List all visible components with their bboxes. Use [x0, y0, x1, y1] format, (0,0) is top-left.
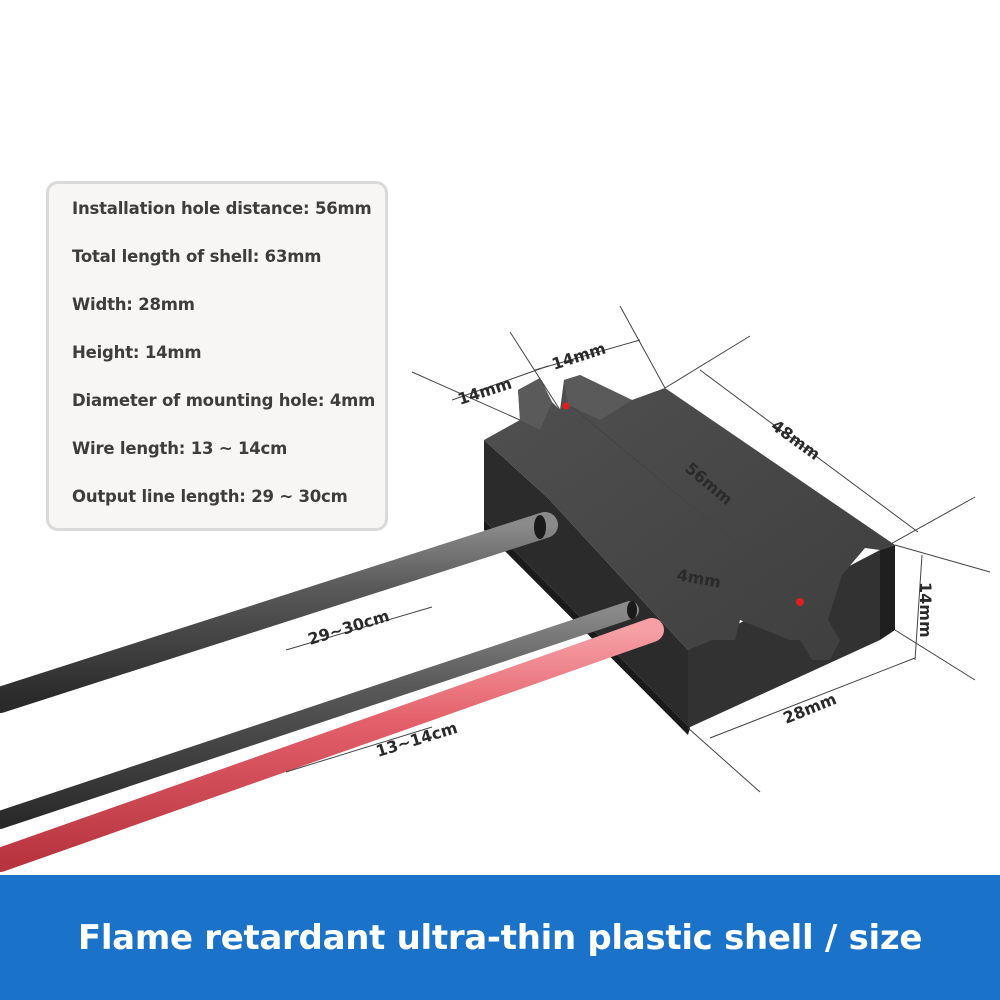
dim-top-middle-14mm: 14mm [549, 339, 608, 374]
specifications-panel: Installation hole distance: 56mm Total l… [46, 181, 388, 531]
spec-output-line-length: Output line length: 29 ~ 30cm [72, 487, 348, 506]
spec-hole-distance: Installation hole distance: 56mm [72, 199, 372, 218]
dim-length-48mm: 48mm [768, 416, 824, 464]
wires [0, 512, 664, 872]
dim-top-left-14mm: 14mm [455, 374, 514, 409]
dimension-lines [285, 305, 991, 793]
spec-width: Width: 28mm [72, 295, 195, 314]
spec-height: Height: 14mm [72, 343, 202, 362]
dim-height-14mm: 14mm [916, 582, 935, 638]
plastic-shell [484, 375, 895, 735]
dim-output-line: 29~30cm [306, 606, 392, 649]
dim-width-28mm: 28mm [780, 689, 839, 727]
banner-title: Flame retardant ultra-thin plastic shell… [77, 917, 923, 958]
product-illustration: 14mm 14mm 48mm 56mm 4mm 14mm 28mm 29~30c… [0, 305, 991, 872]
spec-wire-length: Wire length: 13 ~ 14cm [72, 439, 288, 458]
caption-banner: Flame retardant ultra-thin plastic shell… [0, 875, 1000, 1000]
spec-hole-diameter: Diameter of mounting hole: 4mm [72, 391, 376, 410]
spec-total-length: Total length of shell: 63mm [72, 247, 322, 266]
